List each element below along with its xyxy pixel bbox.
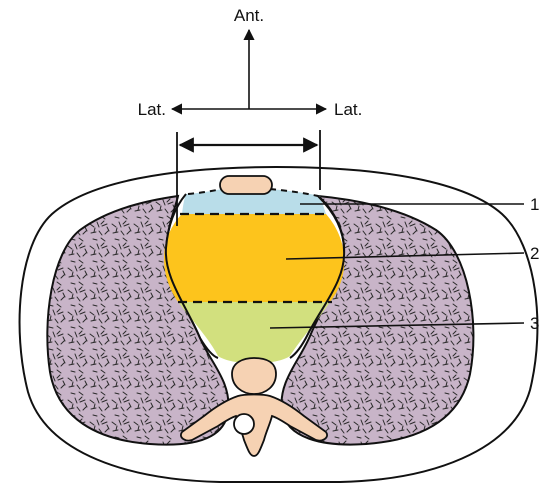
lateral-right-label: Lat. <box>334 100 362 119</box>
callout-2-label: 2 <box>530 244 539 263</box>
anterior-label: Ant. <box>234 6 264 25</box>
spinal-canal <box>234 414 254 434</box>
lateral-left-label: Lat. <box>138 100 166 119</box>
sternum <box>220 176 272 194</box>
callout-1-label: 1 <box>530 195 539 214</box>
callout-3-label: 3 <box>530 314 539 333</box>
